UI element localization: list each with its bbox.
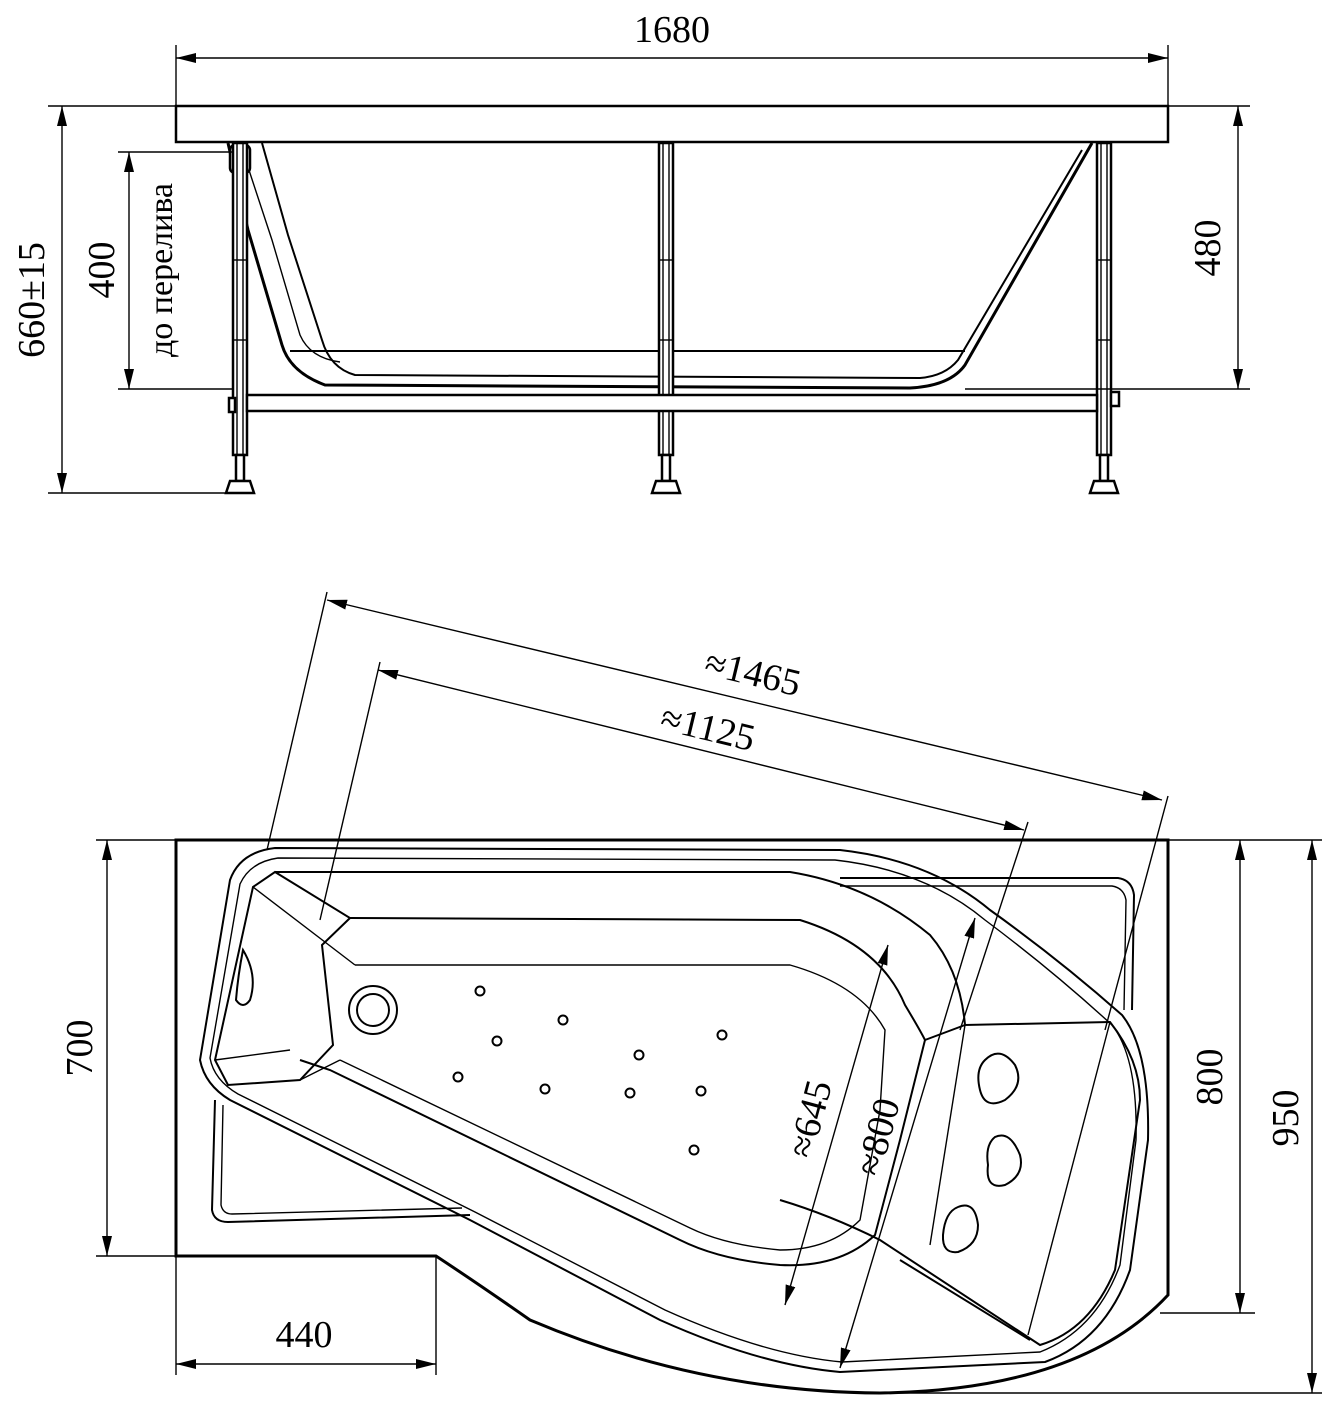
dimension-offset-440-label: 440 — [276, 1314, 333, 1356]
tub-rim — [174, 104, 1170, 144]
tub-body-inner — [261, 142, 1083, 380]
frame-bar-end — [1109, 390, 1121, 408]
jet — [474, 985, 486, 997]
jet — [716, 1029, 728, 1041]
frame-crossbar — [245, 393, 1099, 413]
jet — [633, 1049, 645, 1061]
seat-line-2 — [899, 1259, 1031, 1341]
grab-handle — [234, 947, 254, 1006]
jet — [624, 1087, 636, 1099]
dimension-diagonal-1125-label: ≈1125 — [656, 697, 759, 760]
ledge-right-inner — [840, 885, 1127, 1011]
seat-line-1 — [924, 1024, 966, 1041]
dimension-offset-440: 440 — [175, 1256, 437, 1375]
seat-line-3 — [1027, 1021, 1111, 1336]
tub-rim-contour-inner — [209, 857, 1137, 1363]
chamfer-line-3 — [299, 1059, 341, 1081]
jet — [688, 1144, 700, 1156]
dimension-length-label: 1680 — [634, 9, 710, 51]
dimension-diagonal-1465-label: ≈1465 — [701, 642, 805, 705]
chamfer-line-1 — [252, 886, 356, 966]
jet — [491, 1035, 503, 1047]
dimension-width-700-label: 700 — [59, 1020, 101, 1077]
dimension-rim-480: 480 — [965, 105, 1250, 390]
seat-line-4 — [929, 1024, 966, 1246]
ledge-left-inner — [220, 1104, 463, 1215]
chamfer-line-2 — [214, 1049, 291, 1061]
frame-leg-right — [1088, 141, 1120, 495]
dimension-length-1680: 1680 — [175, 9, 1169, 105]
overflow-note: до перелива — [143, 183, 180, 357]
ledge-left — [210, 1099, 471, 1224]
back-pads — [941, 1052, 1022, 1254]
drain — [348, 985, 398, 1035]
dimension-width-800: 800 — [1160, 839, 1255, 1314]
side-view: 1680 — [11, 9, 1250, 495]
frame-leg-middle — [650, 141, 682, 495]
dimension-height-label: 660±15 — [11, 242, 53, 358]
ledge-right — [840, 877, 1136, 1011]
dimension-width-950: 950 — [880, 839, 1322, 1394]
head-end-chamfer — [213, 870, 352, 1087]
dimension-width-800-label: 800 — [1189, 1049, 1231, 1106]
jet — [452, 1071, 464, 1083]
dimension-diagonal-1125: ≈1125 — [319, 661, 1029, 1031]
tub-body-inner-2 — [243, 154, 341, 363]
frame-leg-left — [224, 141, 256, 495]
basin-upper-contour — [275, 871, 1142, 1347]
dimension-height-660: 660±15 — [11, 105, 226, 494]
top-view: ≈1465 ≈1125 ≈645 ≈800 700 — [59, 591, 1322, 1395]
jet — [539, 1083, 551, 1095]
tub-body-outline — [226, 142, 1094, 390]
dimension-basin-645-label: ≈645 — [780, 1076, 841, 1162]
dimension-rim-label: 480 — [1187, 220, 1229, 277]
dimension-width-700: 700 — [59, 839, 176, 1257]
jet — [695, 1085, 707, 1097]
dimension-depth-400: 400 до перелива — [81, 151, 232, 390]
tub-outer-outline — [174, 838, 1170, 1395]
dimension-depth-label: 400 — [81, 242, 123, 299]
dimension-width-950-label: 950 — [1265, 1090, 1307, 1147]
massage-jets — [452, 985, 728, 1156]
jet — [557, 1014, 569, 1026]
frame-bar-start — [227, 396, 237, 414]
tub-rim-contour — [198, 846, 1150, 1374]
dimension-basin-800: ≈800 — [839, 917, 976, 1369]
